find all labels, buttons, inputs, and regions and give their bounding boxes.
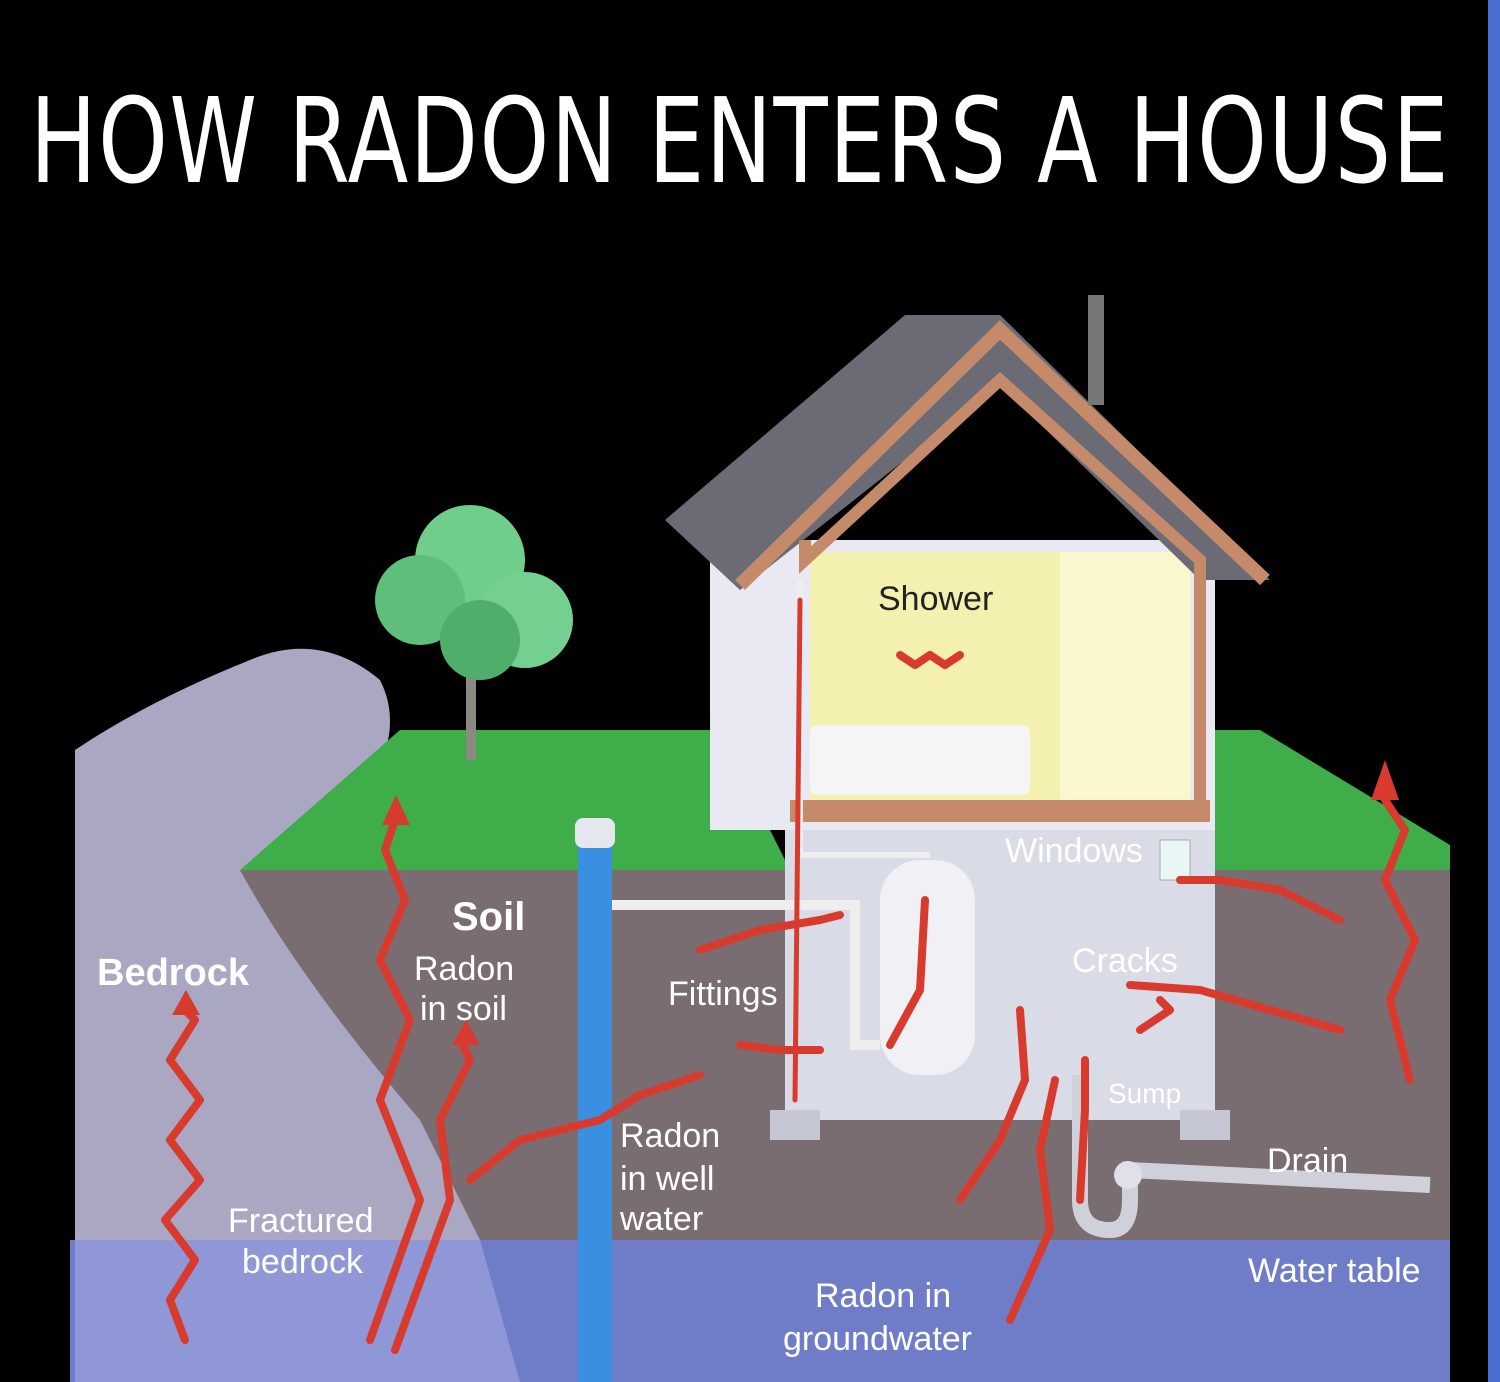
radon-arrow [1126, 981, 1344, 1034]
radon-arrow [1006, 1076, 1059, 1324]
radon-arrows [161, 597, 1419, 1354]
radon-arrow [886, 896, 929, 1049]
label-soil: Soil [452, 895, 525, 939]
radon-arrow [736, 1041, 824, 1054]
label-radon-well-1: Radon [620, 1117, 720, 1155]
bathtub [810, 725, 1030, 795]
radon-arrow [956, 1006, 1029, 1204]
house [612, 295, 1431, 1239]
well-pipe [578, 835, 612, 1382]
radon-arrow [466, 1071, 704, 1184]
radon-arrow [366, 816, 424, 1344]
label-shower: Shower [878, 580, 993, 618]
radon-arrow [1176, 876, 1344, 924]
label-bedrock: Bedrock [97, 952, 250, 994]
radon-arrow [1381, 796, 1419, 1084]
label-groundwater-1: Radon in [815, 1277, 951, 1315]
chimney [1088, 295, 1104, 405]
label-radon-in-soil-1: Radon [414, 950, 514, 988]
label-windows: Windows [1005, 832, 1143, 870]
label-radon-well-3: water [619, 1200, 703, 1238]
well-cap [575, 818, 615, 848]
grass-left [240, 730, 790, 870]
radon-arrow [792, 597, 803, 1103]
label-groundwater-2: groundwater [783, 1320, 972, 1358]
label-fittings: Fittings [668, 975, 778, 1013]
label-radon-well-2: in well [620, 1160, 714, 1198]
radon-arrow [161, 1006, 204, 1344]
label-fractured-2: bedrock [242, 1243, 364, 1281]
drain-pipe [1072, 1075, 1431, 1239]
radon-arrow [896, 651, 964, 669]
radon-arrow [1136, 996, 1174, 1034]
roof [665, 315, 1270, 590]
grass-right [1210, 730, 1450, 870]
label-radon-in-soil-2: in soil [420, 990, 507, 1028]
label-fractured-1: Fractured [228, 1202, 374, 1240]
label-sump: Sump [1108, 1078, 1181, 1109]
title: HOW RADON ENTERS A HOUSE [30, 72, 1450, 210]
water-pipe [612, 900, 880, 1050]
label-water-table: Water table [1248, 1252, 1421, 1290]
basement-window [1159, 839, 1191, 881]
right-border [1488, 0, 1500, 1382]
tree-icon [375, 505, 573, 760]
radon-arrow [391, 1036, 474, 1354]
label-drain: Drain [1267, 1142, 1348, 1180]
label-cracks: Cracks [1072, 942, 1178, 980]
radon-arrow [696, 911, 844, 954]
radon-arrow [1076, 1056, 1089, 1204]
